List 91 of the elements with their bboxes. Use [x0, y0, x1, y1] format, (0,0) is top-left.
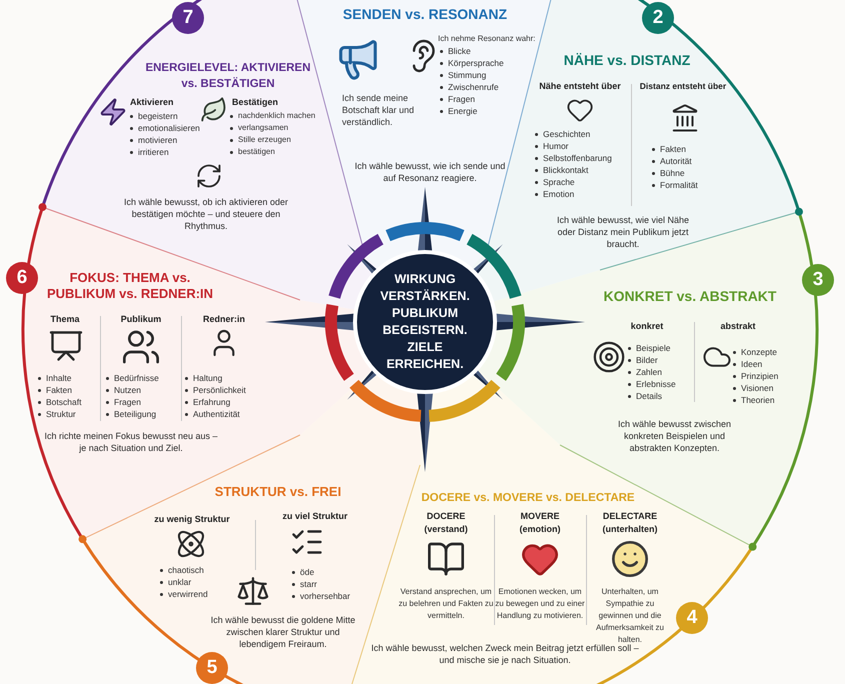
list-item-text: Persönlichkeit — [193, 384, 246, 396]
description-text: Emotionen wecken, um zu bewegen und zu einer Handlung zu motivieren. — [494, 586, 586, 622]
column-heading: zu viel Struktur — [281, 510, 348, 523]
column-heading: MOVERE — [519, 510, 560, 523]
list-item-text: Erlebnisse — [636, 378, 676, 390]
list-item-text: Haltung — [193, 372, 222, 384]
list-item-text: Emotion — [543, 188, 574, 200]
list-item-text: Nutzen — [114, 384, 141, 396]
list-item-text: Prinzipien — [741, 370, 778, 382]
summary-text: Ich wähle bewusst zwischen konkreten Beispielen und abstrakten Konzepten. — [616, 418, 732, 454]
center-text: WIRKUNG VERSTÄRKEN. PUBLIKUM BEGEISTERN. ZIELE ERREICHEN. — [379, 271, 471, 373]
section-title: NÄHE vs. DISTANZ — [562, 52, 692, 68]
column-heading: zu wenig Struktur — [153, 513, 231, 526]
list-item-text: Autorität — [660, 155, 692, 167]
list-item-text: Bedürfnisse — [114, 372, 159, 384]
list-item-text: Beteiligung — [114, 408, 156, 420]
column-heading: Nähe entsteht über — [538, 80, 622, 93]
list-item-text: emotionalisieren — [138, 122, 200, 134]
summary-text: Ich richte meinen Fokus bewusst neu aus – je nach Situation und Ziel. — [43, 430, 219, 454]
number-badge: 6 — [6, 262, 38, 294]
column-heading: DOCERE — [426, 510, 466, 523]
column-heading: (verstand) — [423, 523, 469, 536]
list-item-text: Bilder — [636, 354, 658, 366]
section-title: ENERGIELEVEL: AKTIVIEREN vs. BESTÄTIGEN — [144, 61, 312, 92]
column-heading: Redner:in — [202, 313, 246, 326]
list-item-text: Ideen — [741, 358, 762, 370]
list-item-text: Erfahrung — [193, 396, 230, 408]
list-item-text: Zahlen — [636, 366, 662, 378]
summary-text: Ich wähle bewusst, wie ich sende und auf Resonanz reagiere. — [354, 160, 506, 184]
list-item-text: Fakten — [660, 143, 686, 155]
list-item-text: chaotisch — [168, 564, 204, 576]
section-title: KONKRET vs. ABSTRAKT — [602, 288, 778, 304]
list-item-text: Konzepte — [741, 346, 777, 358]
list-item-text: Details — [636, 390, 662, 402]
list-item-text: Blickkontakt — [543, 164, 588, 176]
section-title: DOCERE vs. MOVERE vs. DELECTARE — [420, 491, 636, 506]
list-item-text: Stimmung — [448, 69, 486, 81]
list-item-text: irritieren — [138, 146, 169, 158]
list-item-text: Blicke — [448, 45, 471, 57]
list-item-text: Geschichten — [543, 128, 590, 140]
column-heading: DELECTARE — [602, 510, 658, 523]
description-text: Unterhalten, um Sympathie zu gewinnen und die Aufmerksamkeit zu halten. — [594, 586, 666, 644]
list-item-text: begeistern — [138, 110, 178, 122]
list-item-text: unklar — [168, 576, 192, 588]
list-item-text: Stille erzeugen — [238, 134, 291, 146]
description-text: Verstand ansprechen, um zu belehren und Fakten zu vermitteln. — [398, 586, 494, 622]
list-item-text: vorhersehbar — [300, 590, 350, 602]
list-item-text: Bühne — [660, 167, 685, 179]
list-item-text: bestätigen — [238, 146, 275, 158]
list-item-text: Fakten — [46, 384, 72, 396]
list-item-text: nachdenklich machen — [238, 110, 316, 122]
summary-text: Ich wähle bewusst, welchen Zweck mein Beitrag jetzt erfüllen soll – und mische sie je nach Situation. — [370, 642, 640, 666]
list-item-text: Theorien — [741, 394, 775, 406]
column-heading: (unterhalten) — [602, 523, 658, 536]
summary-text: Ich wähle bewusst die goldene Mitte zwischen klarer Struktur und lebendigem Freiraum. — [210, 614, 356, 650]
column-heading: Thema — [49, 313, 80, 326]
column-heading: Aktivieren — [130, 96, 175, 109]
list-item-text: Selbstoffenbarung — [543, 152, 612, 164]
list-item-text: verwirrend — [168, 588, 208, 600]
list-item-text: Fragen — [114, 396, 141, 408]
list-item-text: Formalität — [660, 179, 698, 191]
number-badge: 3 — [802, 264, 834, 296]
list-item-text: starr — [300, 578, 317, 590]
list-item-text: Botschaft — [46, 396, 82, 408]
column-heading: (emotion) — [518, 523, 562, 536]
description-text: Ich nehme Resonanz wahr: — [438, 33, 536, 45]
section-title: FOKUS: THEMA vs. PUBLIKUM vs. REDNER:IN — [46, 270, 214, 302]
list-item-text: Sprache — [543, 176, 575, 188]
list-item-text: Fragen — [448, 93, 475, 105]
list-item-text: öde — [300, 566, 314, 578]
list-item-text: Authentizität — [193, 408, 240, 420]
column-heading: abstrakt — [719, 320, 756, 333]
list-item-text: Zwischenrufe — [448, 81, 499, 93]
list-item-text: Beispiele — [636, 342, 670, 354]
list-item-text: Humor — [543, 140, 569, 152]
column-heading: Distanz entsteht über — [638, 80, 728, 93]
list-item-text: motivieren — [138, 134, 178, 146]
column-heading: Bestätigen — [232, 96, 280, 109]
summary-text: Ich wähle bewusst, ob ich aktivieren oder bestätigen möchte – und steuere den Rhythmus. — [122, 196, 290, 232]
list-item-text: Energie — [448, 105, 478, 117]
section-title: SENDEN vs. RESONANZ — [342, 6, 508, 22]
list-item-text: Körpersprache — [448, 57, 504, 69]
list-item-text: Struktur — [46, 408, 76, 420]
list-item-text: Inhalte — [46, 372, 72, 384]
column-heading: konkret — [630, 320, 664, 333]
summary-text: Ich wähle bewusst, wie viel Nähe oder Distanz mein Publikum jetzt braucht. — [556, 214, 690, 250]
column-heading: Publikum — [120, 313, 162, 326]
list-item-text: Visionen — [741, 382, 774, 394]
list-item-text: verlangsamen — [238, 122, 288, 134]
description-text: Ich sende meine Botschaft klar und verständlich. — [342, 92, 416, 128]
section-title: STRUKTUR vs. FREI — [214, 484, 342, 500]
